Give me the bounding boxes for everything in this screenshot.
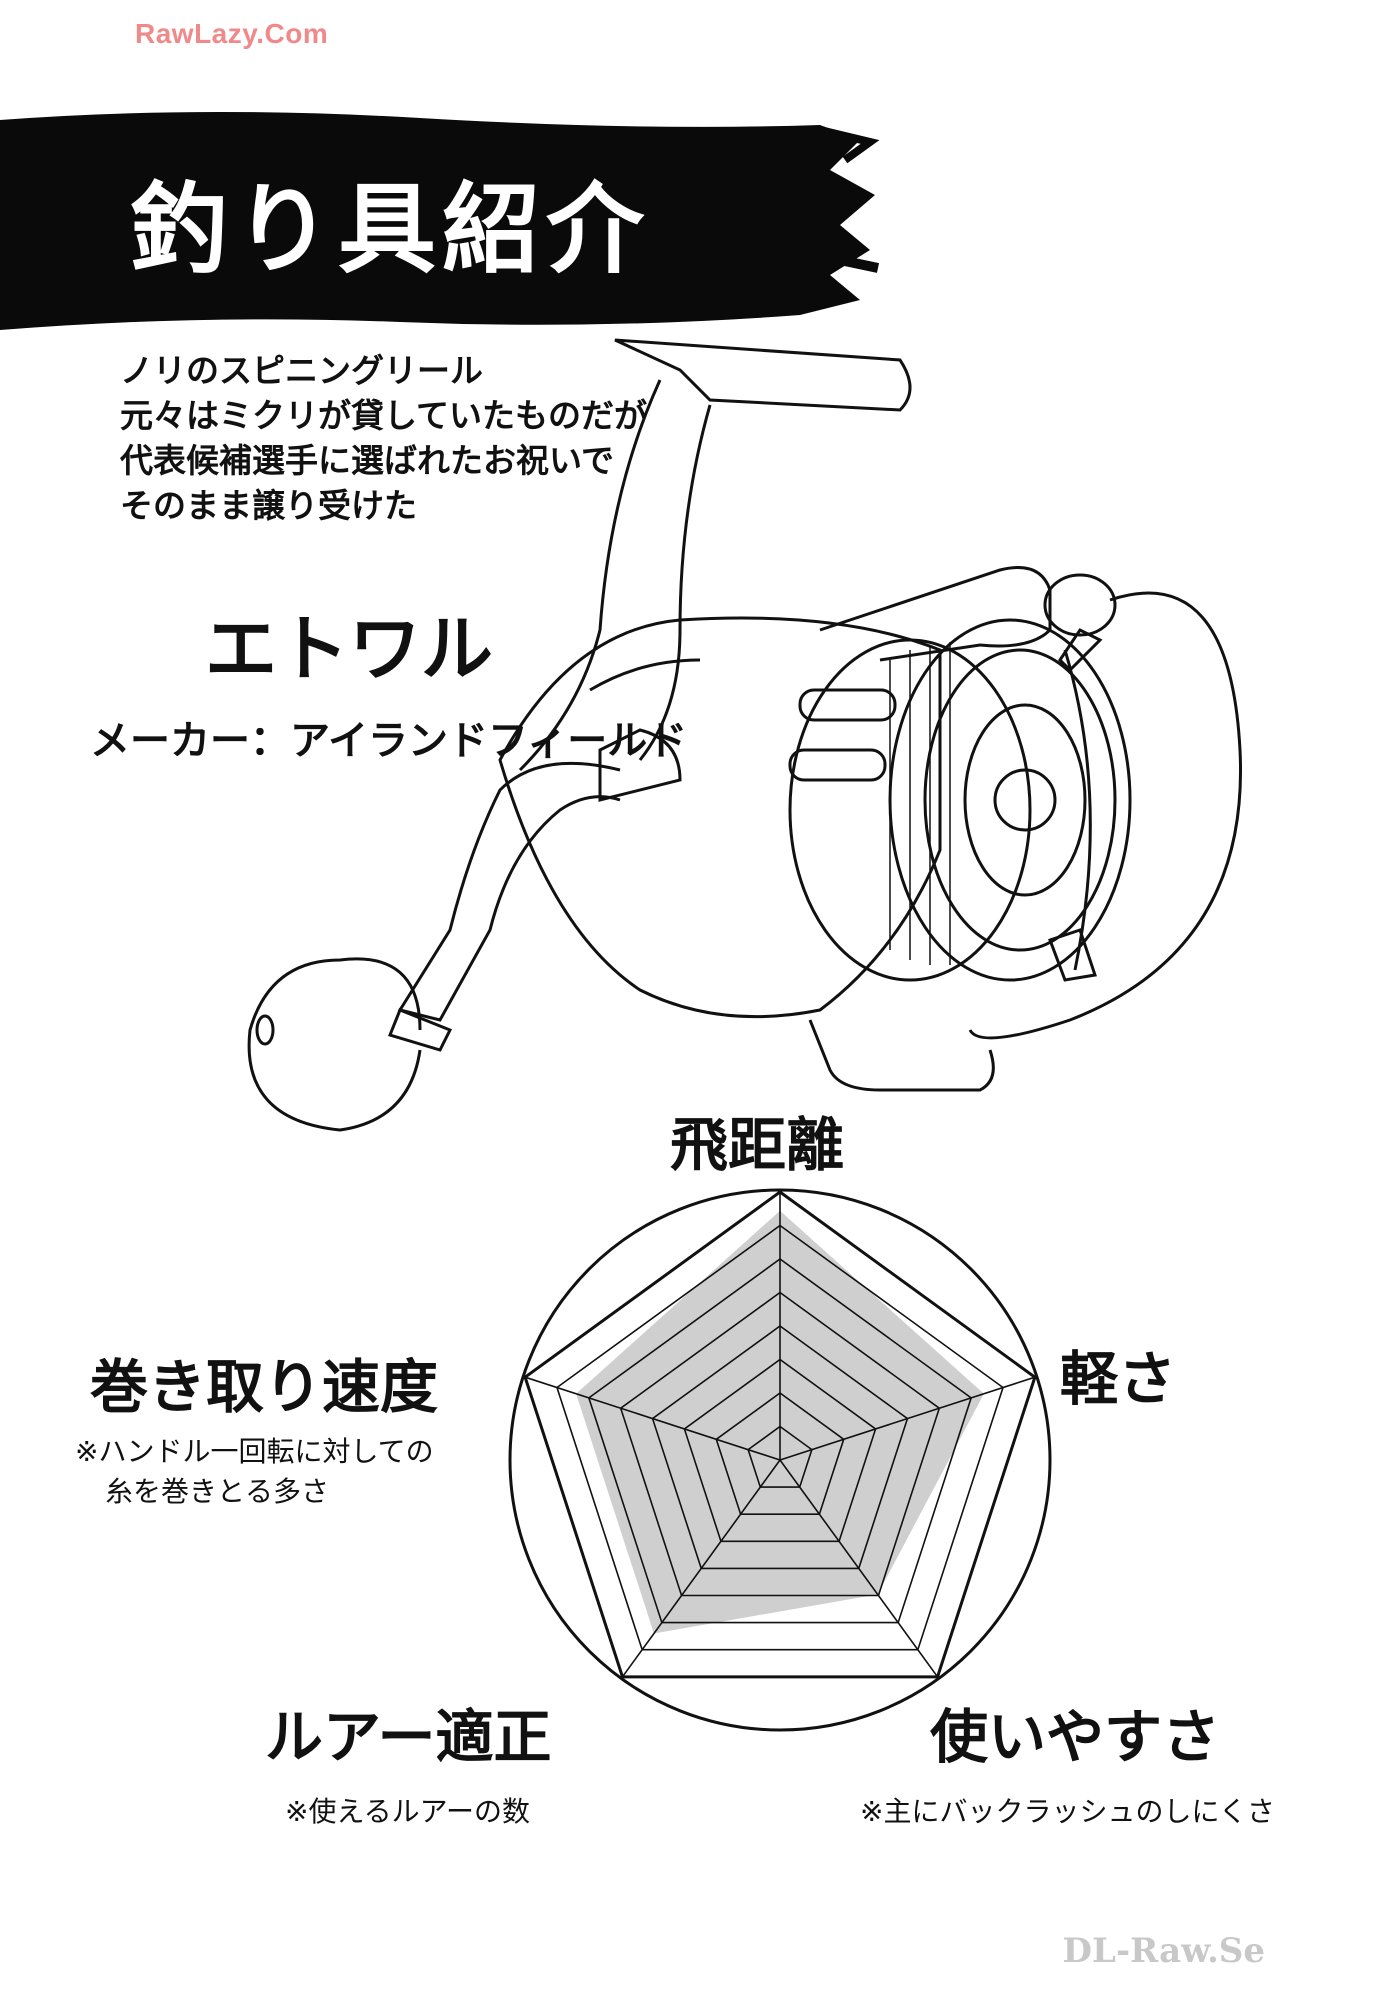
- watermark-bottom: DL-Raw.Se: [1062, 1931, 1265, 1971]
- radar-chart: [508, 1188, 1052, 1732]
- note-line: ※ハンドル一回転に対しての: [75, 1435, 434, 1468]
- radar-spoke: [779, 1459, 939, 1678]
- intro-line: そのまま譲り受けた: [120, 486, 417, 525]
- radar-axis-label-ease-of-use: 使いやすさ: [930, 1703, 1221, 1771]
- radar-grid-ring: [683, 1358, 877, 1543]
- radar-grid-ring: [747, 1425, 813, 1488]
- intro-line: 代表候補選手に選ばれたお祝いで: [120, 441, 615, 480]
- intro-text: ノリのスピニングリール 元々はミクリが貸していたものだが 代表候補選手に選ばれた…: [120, 348, 647, 528]
- radar-axis-label-distance: 飛距離: [670, 1111, 845, 1179]
- radar-grid: [523, 1190, 1037, 1679]
- radar-outer-circle: [508, 1188, 1052, 1732]
- radar-axis-label-lightness: 軽さ: [1060, 1345, 1177, 1413]
- radar-axis-label-lure-fit: ルアー適正: [265, 1703, 552, 1771]
- radar-grid-ring: [587, 1258, 973, 1624]
- radar-grid-ring: [523, 1190, 1037, 1679]
- intro-line: ノリのスピニングリール: [120, 351, 483, 390]
- radar-axis-note-retrieve-speed: ※ハンドル一回転に対しての 糸を巻きとる多さ: [75, 1432, 434, 1512]
- note-line: 糸を巻きとる多さ: [105, 1475, 330, 1508]
- page-title: 釣り具紹介: [130, 173, 651, 287]
- watermark-top: RawLazy.Com: [135, 18, 329, 49]
- radar-grid-ring: [619, 1291, 941, 1597]
- maker-line: メーカー：アイランドフィールド: [90, 718, 688, 764]
- radar-grid-ring: [556, 1224, 1004, 1651]
- radar-grid-ring: [715, 1392, 845, 1516]
- radar-axis-note-ease-of-use: ※主にバックラッシュのしにくさ: [860, 1795, 1275, 1828]
- radar-axis-label-retrieve-speed: 巻き取り速度: [90, 1353, 439, 1421]
- radar-spoke: [621, 1459, 781, 1678]
- product-name: エトワル: [205, 607, 494, 691]
- radar-spoke: [524, 1376, 781, 1461]
- radar-spoke: [779, 1376, 1036, 1461]
- radar-axis-note-lure-fit: ※使えるルアーの数: [285, 1795, 530, 1828]
- title-banner: [0, 111, 880, 330]
- radar-grid-ring: [651, 1325, 909, 1570]
- intro-line: 元々はミクリが貸していたものだが: [120, 396, 648, 435]
- spinning-reel-illustration: [247, 338, 1243, 1132]
